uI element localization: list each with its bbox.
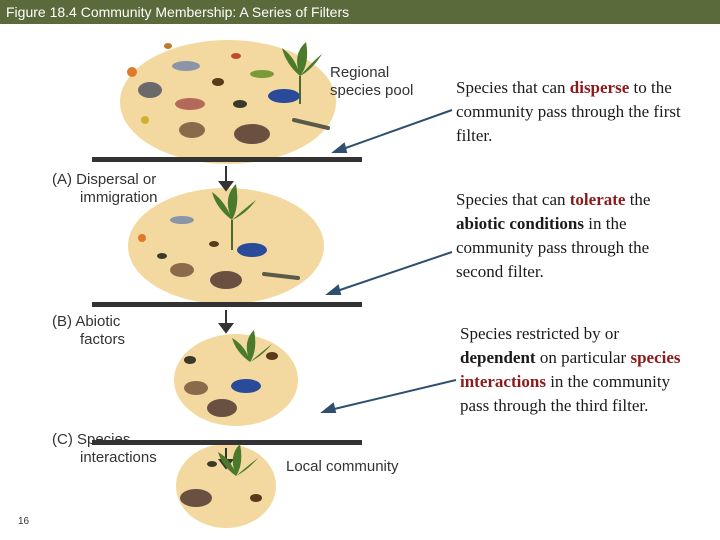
down-arrow-icon <box>218 166 234 470</box>
local-community-label: Local community <box>286 458 399 475</box>
regional-organisms-icon <box>127 42 330 144</box>
callout-second-filter: Species that can tolerate the abiotic co… <box>456 190 651 281</box>
callout-first-filter: Species that can disperse to the communi… <box>456 78 681 145</box>
diagram-graphics <box>92 40 457 528</box>
abiotic-organisms-icon <box>184 330 278 417</box>
filter-bar-a <box>92 157 362 162</box>
local-organisms-icon <box>180 444 262 507</box>
slide-number: 16 <box>18 516 30 527</box>
dispersal-organisms-icon <box>138 184 300 289</box>
callout-third-filter: Species restricted by or dependent on pa… <box>460 324 681 415</box>
pool-after-abiotic <box>174 334 298 426</box>
figure-title: Figure 18.4 Community Membership: A Seri… <box>0 0 720 24</box>
callout-arrows <box>320 109 457 413</box>
regional-species-pool <box>120 40 336 164</box>
filter-bar-b <box>92 302 362 307</box>
filter-bar-c <box>92 440 362 445</box>
